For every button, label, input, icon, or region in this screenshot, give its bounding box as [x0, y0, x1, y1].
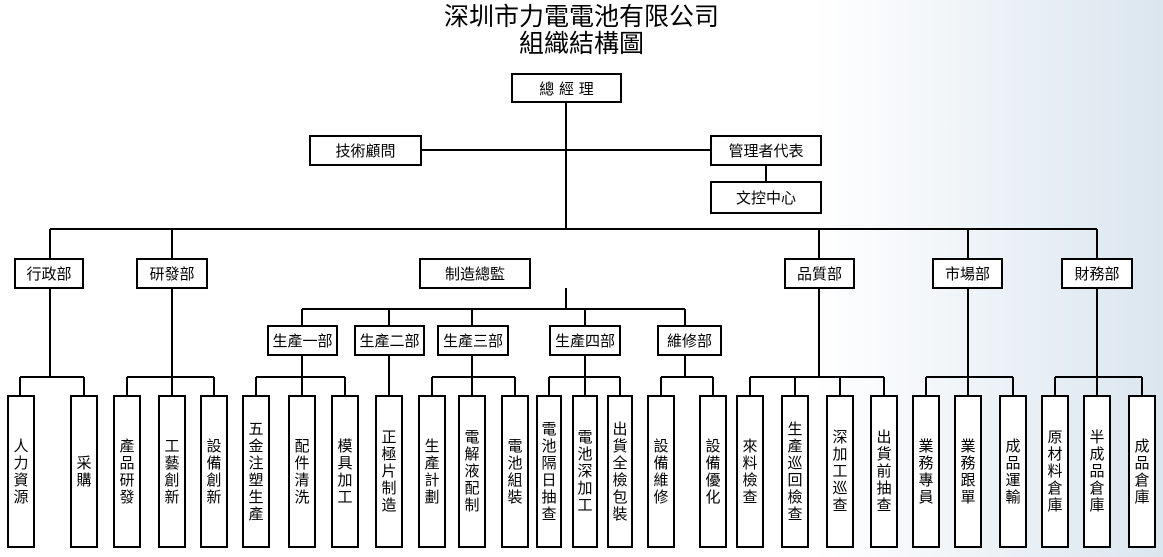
leaf-box: 深加工巡查 [826, 395, 854, 548]
leaf-box: 生產巡回檢查 [781, 395, 809, 548]
node-quality-dept: 品質部 [784, 258, 855, 289]
leaf-box: 電解液配制 [458, 395, 486, 548]
leaf-box: 設備優化 [699, 395, 727, 548]
leaf-box: 業務專員 [912, 395, 940, 548]
leaf-box: 電池組裝 [501, 395, 529, 548]
node-market-dept: 市場部 [932, 258, 1003, 289]
leaf-box: 產品研發 [113, 395, 141, 548]
node-production-3: 生產三部 [437, 325, 509, 356]
leaf-box: 出貨全檢包裝 [607, 395, 633, 548]
leaf-box: 成品運輸 [999, 395, 1027, 548]
company-title: 深圳市力電電池有限公司 [443, 2, 719, 31]
node-production-2: 生產二部 [354, 325, 425, 356]
leaf-box: 采購 [70, 395, 98, 548]
leaf-box: 生產計劃 [418, 395, 446, 548]
leaf-box: 配件清洗 [288, 395, 316, 548]
node-admin-dept: 行政部 [14, 258, 84, 289]
node-document-center: 文控中心 [710, 181, 822, 214]
node-finance-dept: 財務部 [1061, 258, 1133, 289]
leaf-box: 五金注塑生產 [242, 395, 270, 548]
node-maintenance: 維修部 [657, 325, 722, 356]
leaf-box: 電池隔日抽查 [536, 395, 562, 548]
leaf-box: 電池深加工 [572, 395, 598, 548]
leaf-box: 設備創新 [200, 395, 228, 548]
node-production-4: 生產四部 [549, 325, 621, 356]
leaf-box: 正極片制造 [375, 395, 403, 548]
node-management-rep: 管理者代表 [710, 135, 822, 166]
leaf-box: 成品倉庫 [1128, 395, 1156, 548]
leaf-box: 設備維修 [647, 395, 675, 548]
node-technical-advisor: 技術顧問 [309, 135, 422, 166]
leaf-box: 半成品倉庫 [1083, 395, 1111, 548]
leaf-box: 出貨前抽查 [870, 395, 898, 548]
leaf-box: 工藝創新 [158, 395, 186, 548]
leaf-box: 人力資源 [7, 395, 35, 548]
node-rnd-dept: 研發部 [136, 258, 208, 289]
leaf-box: 業務跟單 [954, 395, 982, 548]
node-production-1: 生產一部 [267, 325, 338, 356]
leaf-box: 來料檢查 [736, 395, 764, 548]
node-general-manager: 總 經 理 [511, 73, 622, 103]
chart-subtitle: 組織結構圖 [518, 29, 644, 58]
leaf-box: 原材料倉庫 [1041, 395, 1069, 548]
node-manufacturing-director: 制造總監 [419, 258, 531, 289]
leaf-box: 模具加工 [331, 395, 359, 548]
